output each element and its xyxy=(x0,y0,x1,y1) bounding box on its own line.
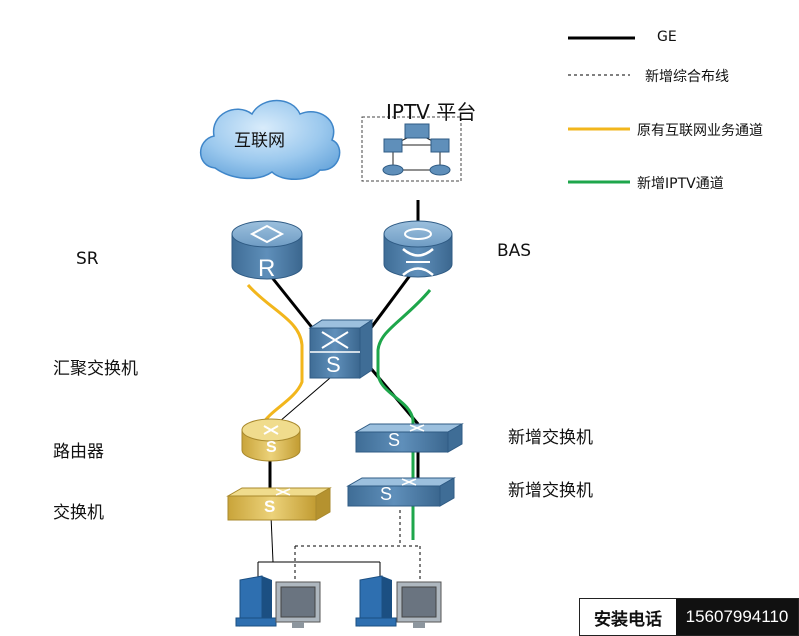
legend-cabling-text: 新增综合布线 xyxy=(645,69,729,85)
orig-internet-channel xyxy=(246,284,304,426)
contact-number: 15607994110 xyxy=(676,599,798,635)
pc-group-1-icon xyxy=(235,575,321,628)
new-switch-2-icon xyxy=(346,477,456,507)
contact-box: 安装电话 15607994110 xyxy=(579,598,799,636)
sr-router-glyph: R xyxy=(258,255,276,282)
legend-ge-text: GE xyxy=(657,29,677,45)
new-switch-1-icon xyxy=(354,423,464,453)
iptv-platform-icon xyxy=(382,123,451,176)
new-switch-1-glyph: S xyxy=(388,430,401,450)
legend-orig-channel-text: 原有互联网业务通道 xyxy=(637,123,763,139)
router-glyph: S xyxy=(266,439,277,456)
new-iptv-channel xyxy=(376,289,432,540)
router-label: 路由器 xyxy=(53,442,104,462)
iptv-platform-box xyxy=(361,116,462,182)
iptv-platform-label: IPTV 平台 xyxy=(386,100,477,124)
internet-cloud-icon xyxy=(199,99,341,180)
switch-icon xyxy=(226,487,332,521)
pc-link xyxy=(257,561,381,582)
pc-group-2-icon xyxy=(355,575,442,628)
router-icon xyxy=(241,418,301,462)
bas-router-icon xyxy=(383,220,453,278)
bas-label: BAS xyxy=(497,241,532,261)
contact-label: 安装电话 xyxy=(594,609,662,630)
internet-label: 互联网 xyxy=(234,131,285,151)
new-cabling xyxy=(294,510,421,588)
switch-glyph: S xyxy=(264,497,276,516)
agg-switch-label: 汇聚交换机 xyxy=(53,359,138,379)
agg-switch-icon xyxy=(308,319,374,379)
agg-switch-glyph: S xyxy=(326,352,341,377)
switch-label: 交换机 xyxy=(53,503,104,523)
sr-router-icon xyxy=(231,220,303,280)
legend-iptv-channel-text: 新增IPTV通道 xyxy=(637,176,724,192)
new-switch-2-glyph: S xyxy=(380,484,393,504)
new-switch-2-label: 新增交换机 xyxy=(508,481,593,501)
sr-label: SR xyxy=(76,249,99,269)
new-switch-1-label: 新增交换机 xyxy=(508,428,593,448)
